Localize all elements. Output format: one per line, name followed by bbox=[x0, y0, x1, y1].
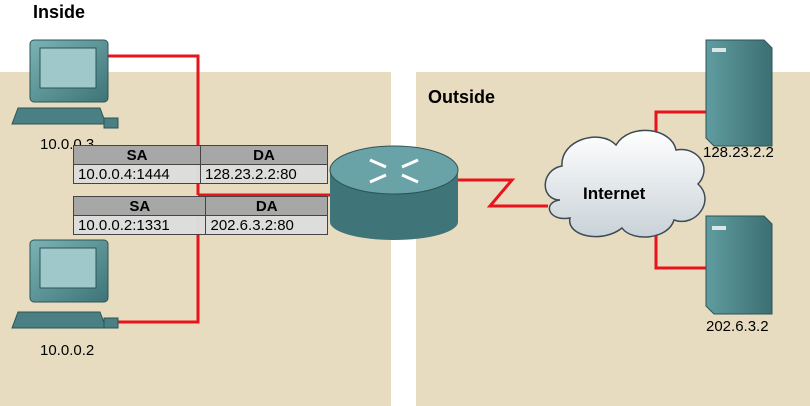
link-pc-bottom bbox=[112, 196, 200, 324]
table-2-header-sa: SA bbox=[72, 196, 207, 216]
server-bottom-ip-label: 202.6.3.2 bbox=[706, 318, 769, 335]
table-2-cell-sa: 10.0.0.2:1331 bbox=[72, 215, 207, 235]
internet-label: Internet bbox=[583, 184, 646, 203]
server-bottom-icon bbox=[705, 215, 773, 315]
outside-label: Outside bbox=[428, 87, 496, 107]
inside-region bbox=[0, 72, 391, 406]
pc-top-icon bbox=[11, 39, 119, 129]
nat-table-2: SA DA 10.0.0.2:1331 202.6.3.2:80 bbox=[72, 196, 328, 235]
server-top-ip-label: 128.23.2.2 bbox=[703, 144, 774, 161]
internet-cloud-icon bbox=[544, 129, 706, 238]
table-2-cell-da: 202.6.3.2:80 bbox=[205, 215, 328, 235]
table-1-cell-da: 128.23.2.2:80 bbox=[200, 164, 328, 184]
serial-link bbox=[458, 178, 548, 208]
table-2-header-da: DA bbox=[205, 196, 328, 216]
router-icon bbox=[329, 145, 459, 240]
table-1-header-da: DA bbox=[200, 145, 328, 165]
pc-bottom-icon bbox=[11, 239, 119, 329]
link-server-bottom bbox=[654, 232, 706, 270]
server-top-icon bbox=[705, 39, 773, 147]
inside-label: Inside bbox=[33, 2, 86, 22]
pc-bottom-ip-label: 10.0.0.2 bbox=[40, 342, 95, 359]
nat-table-1: SA DA 10.0.0.4:1444 128.23.2.2:80 bbox=[73, 145, 328, 184]
table-1-header-sa: SA bbox=[73, 145, 201, 165]
table-1-cell-sa: 10.0.0.4:1444 bbox=[73, 164, 201, 184]
